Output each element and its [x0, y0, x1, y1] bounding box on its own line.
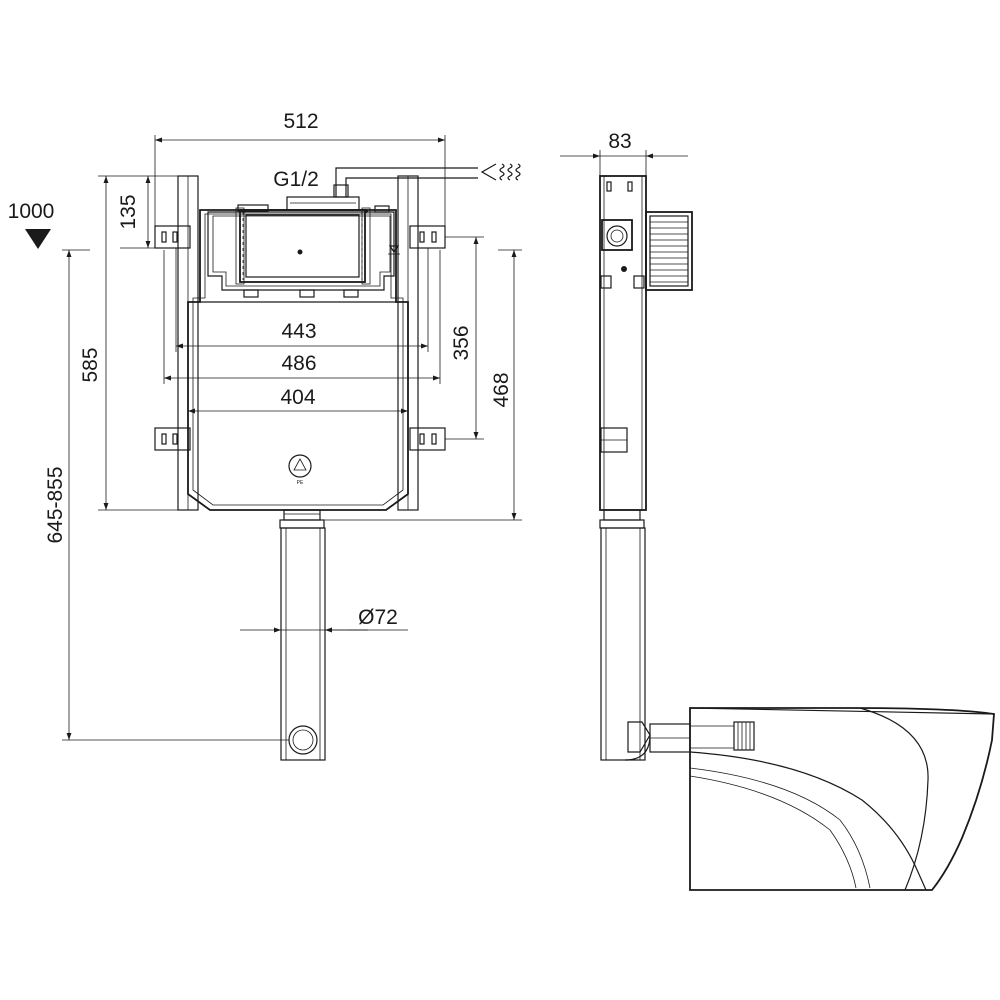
front-view: PE: [8, 110, 522, 761]
dim-depth: [560, 150, 688, 176]
dim-text-inlet-thread: G1/2: [273, 168, 319, 191]
dim-text-width-body: 404: [280, 386, 315, 409]
bracket-bottom-left: [154, 427, 191, 451]
dim-frame-height: [98, 175, 188, 511]
water-inlet-pipe: [333, 167, 478, 198]
flush-opening: [235, 207, 371, 285]
dim-text-drain-height: 468: [490, 372, 513, 407]
dim-bracket-height: [120, 175, 178, 249]
drain-pipe: [280, 527, 326, 761]
side-view: 83: [560, 130, 995, 891]
dim-drain-height: [324, 249, 522, 521]
side-drain-collar: [599, 509, 645, 529]
dim-text-bracket-span: 356: [450, 325, 473, 360]
dim-adjust-range: [62, 249, 289, 741]
side-toilet-bowl: [689, 707, 995, 891]
dim-bracket-span: [445, 236, 484, 440]
dim-text-reference-height: 1000: [8, 200, 55, 223]
bracket-bottom-right: [409, 427, 446, 451]
bracket-top-right: [409, 225, 446, 249]
svg-text:PE: PE: [297, 480, 304, 486]
dim-text-bracket-height: 135: [117, 194, 140, 229]
side-drain-pipe: [600, 527, 691, 761]
drain-collar: [279, 509, 325, 529]
dim-width-inner: [175, 248, 429, 352]
dim-text-pipe-diameter: Ø72: [358, 606, 398, 629]
dim-overall-width: [154, 135, 446, 226]
side-frame: [599, 175, 647, 511]
dim-text-overall-width: 512: [283, 110, 318, 133]
dim-text-adjust-range: 645-855: [44, 466, 67, 543]
level-triangle-icon: [25, 229, 51, 249]
water-flow-icon: [480, 163, 521, 181]
dim-text-width-inner: 443: [281, 320, 316, 343]
dim-width-mid: [163, 250, 441, 384]
dim-text-frame-height: 585: [79, 347, 102, 382]
recycle-icon: PE: [288, 454, 312, 486]
dim-text-width-mid: 486: [281, 352, 316, 375]
side-flush-housing: [645, 211, 693, 291]
bracket-top-left: [154, 225, 191, 249]
side-inlet-valve: [601, 219, 633, 251]
dim-text-depth: 83: [608, 130, 631, 153]
